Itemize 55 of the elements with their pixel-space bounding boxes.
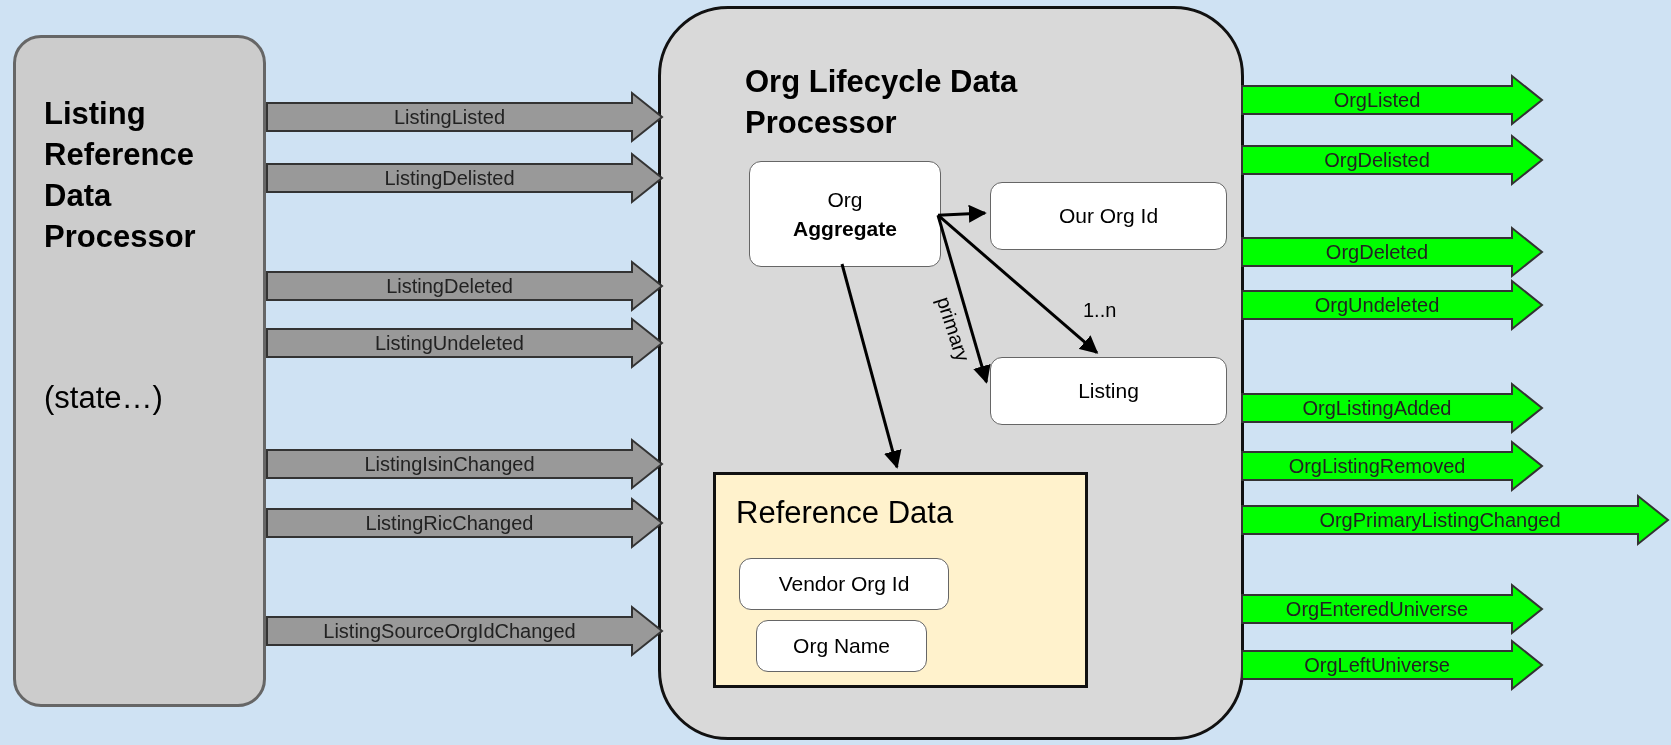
arrow-label: OrgListingAdded [1302,397,1452,419]
block-arrow [266,259,664,313]
arrow-label: ListingDelisted [384,167,515,189]
arrow-label: OrgListed [1333,89,1421,111]
block-arrow [266,496,664,550]
processor-box [13,35,266,707]
block-arrow [1241,638,1544,692]
block-arrow [1241,133,1544,187]
block-arrow [1241,278,1544,332]
entity-name: Org Aggregate [792,187,898,242]
arrow [936,214,991,384]
block-arrow [1241,439,1544,493]
arrow-label: OrgDelisted [1324,149,1430,171]
arrow-label: OrgUndeleted [1314,294,1440,316]
arrow [937,204,987,223]
entity-name: Our Org Id [1058,204,1159,228]
block-arrow [266,316,664,370]
block-arrow [1241,381,1544,435]
entity-box [756,620,927,672]
entity-name: Listing [1078,379,1139,403]
block-arrow [1241,493,1670,547]
block-arrow [266,151,664,205]
arrow [840,263,902,469]
box-title: Reference Data [736,495,954,531]
arrow-label: ListingDeleted [386,275,513,297]
state-note: (state…) [44,380,163,416]
arrow-label: OrgEnteredUniverse [1285,598,1469,620]
arrow-label: ListingIsinChanged [364,453,535,475]
entity-box [749,161,941,267]
block-arrow [266,90,664,144]
block-arrow [266,437,664,491]
reference-data-box [713,472,1088,688]
block-arrow [1241,582,1544,636]
block-arrow [266,604,664,658]
arrow-label: OrgPrimaryListingChanged [1319,509,1561,531]
arrow-label: ListingListed [393,106,506,128]
block-arrow [1241,73,1544,127]
entity-name: Org Name [793,634,890,658]
edge-label: 1..n [1083,299,1117,321]
arrow-label: OrgDeleted [1325,241,1429,263]
processor-box [658,6,1244,740]
entity-box [739,558,949,610]
arrow-label: OrgLeftUniverse [1304,654,1450,676]
arrow-label: ListingUndeleted [375,332,524,354]
arrow-label: ListingRicChanged [365,512,534,534]
arrow [937,214,1099,354]
box-title: Listing Reference Data Processor [44,95,197,256]
edge-label: primary [932,293,975,365]
entity-box [990,357,1227,425]
box-title: Org Lifecycle Data Processor [745,63,1019,142]
arrow-label: OrgListingRemoved [1288,455,1466,477]
arrow-label: ListingSourceOrgIdChanged [323,620,576,642]
entity-box [990,182,1227,250]
block-arrow [1241,225,1544,279]
entity-name: Vendor Org Id [778,572,910,596]
